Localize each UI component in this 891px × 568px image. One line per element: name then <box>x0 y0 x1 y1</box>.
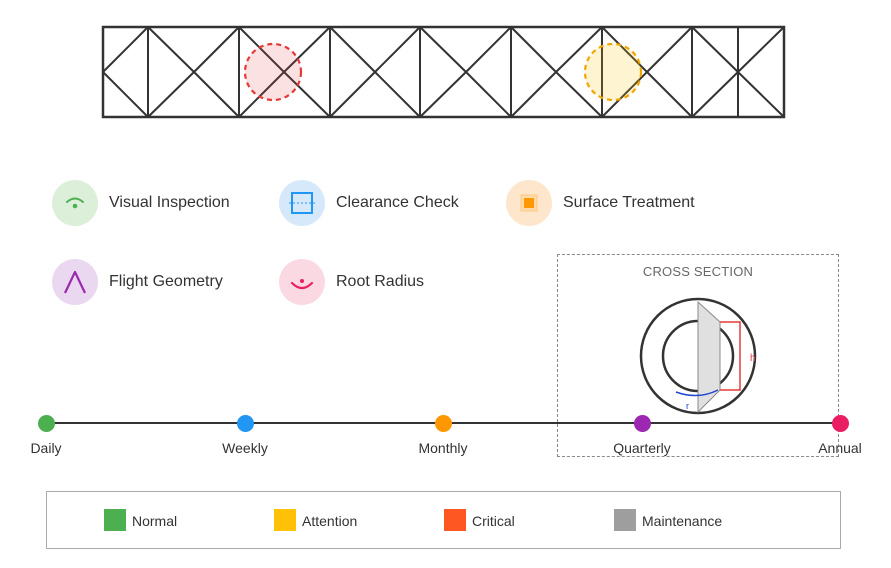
truss-diagonal <box>691 26 739 73</box>
truss-diagonal <box>555 71 603 118</box>
truss-diagonal <box>510 26 557 73</box>
truss-diagonal <box>329 26 376 73</box>
method-clearance-check[interactable]: Clearance Check <box>279 180 459 226</box>
cross-section-panel <box>557 254 839 457</box>
truss-diagonal <box>601 26 648 73</box>
truss-diagonal <box>374 26 421 73</box>
cross-section-drawing: h r <box>639 297 757 415</box>
legend-swatch-normal <box>104 509 126 531</box>
truss-diagonal <box>102 71 149 118</box>
critical-zone[interactable] <box>243 42 303 102</box>
truss-diagonal <box>555 26 603 73</box>
truss-diagonal <box>283 26 331 73</box>
timeline-dot-monthly[interactable] <box>434 415 452 432</box>
truss-diagonal <box>601 71 648 118</box>
timeline-label-quarterly: Quarterly <box>613 440 671 456</box>
truss-frame <box>101 25 786 119</box>
cross-section-title: CROSS SECTION <box>642 264 754 279</box>
truss-diagonal <box>419 26 467 73</box>
truss-structure <box>101 25 786 119</box>
method-surface-treatment[interactable]: Surface Treatment <box>506 180 695 226</box>
timeline-dot-annual[interactable] <box>831 415 849 432</box>
legend-label-attention: Attention <box>302 513 358 529</box>
flight-peak-icon <box>52 259 98 305</box>
truss-diagonal <box>193 71 240 118</box>
treatment-square-icon <box>506 180 552 226</box>
truss-diagonal <box>238 26 285 73</box>
method-visual-inspection[interactable]: Visual Inspection <box>52 180 230 226</box>
truss-diagonal <box>419 71 467 118</box>
method-label: Visual Inspection <box>109 194 230 211</box>
method-root-radius[interactable]: Root Radius <box>279 259 424 305</box>
truss-diagonal <box>193 26 240 73</box>
h-label: h <box>750 353 756 364</box>
truss-diagonal <box>691 71 739 118</box>
method-label: Surface Treatment <box>563 194 695 211</box>
truss-diagonal <box>102 26 149 73</box>
truss-diagonal <box>646 71 693 118</box>
legend <box>46 491 841 549</box>
legend-label-maintenance: Maintenance <box>642 513 723 529</box>
truss-diagonal <box>737 71 785 118</box>
clearance-square-icon <box>279 180 325 226</box>
timeline-dot-quarterly[interactable] <box>633 415 651 432</box>
timeline-dot-weekly[interactable] <box>236 415 254 432</box>
truss-diagonal <box>238 71 285 118</box>
eye-icon <box>52 180 98 226</box>
legend-swatch-attention <box>274 509 296 531</box>
truss-members <box>102 26 785 118</box>
method-label: Root Radius <box>336 273 425 290</box>
legend-swatch-maintenance <box>614 509 636 531</box>
method-label: Flight Geometry <box>109 273 223 290</box>
truss-diagonal <box>646 26 693 73</box>
truss-diagonal <box>374 71 421 118</box>
truss-diagonal <box>329 71 376 118</box>
timeline-label-annual: Annual <box>818 440 862 456</box>
attention-zone[interactable] <box>583 42 643 102</box>
timeline-label-daily: Daily <box>30 440 62 456</box>
truss-diagonal <box>283 71 331 118</box>
root-radius-icon <box>279 259 325 305</box>
timeline-label-monthly: Monthly <box>418 440 468 456</box>
truss-diagonal <box>737 26 785 73</box>
legend-swatch-critical <box>444 509 466 531</box>
r-label: r <box>686 401 689 411</box>
method-flight-geometry[interactable]: Flight Geometry <box>52 259 223 305</box>
r-arc <box>675 389 719 397</box>
method-label: Clearance Check <box>336 194 459 211</box>
timeline-label-weekly: Weekly <box>222 440 268 456</box>
legend-label-critical: Critical <box>472 513 515 529</box>
truss-diagonal <box>510 71 557 118</box>
truss-diagonal <box>147 26 195 73</box>
truss-diagonal <box>465 26 512 73</box>
truss-diagonal <box>465 71 512 118</box>
timeline-dot-daily[interactable] <box>37 415 55 432</box>
truss-diagonal <box>147 71 195 118</box>
legend-label-normal: Normal <box>132 513 178 529</box>
h-dimension <box>720 321 741 391</box>
